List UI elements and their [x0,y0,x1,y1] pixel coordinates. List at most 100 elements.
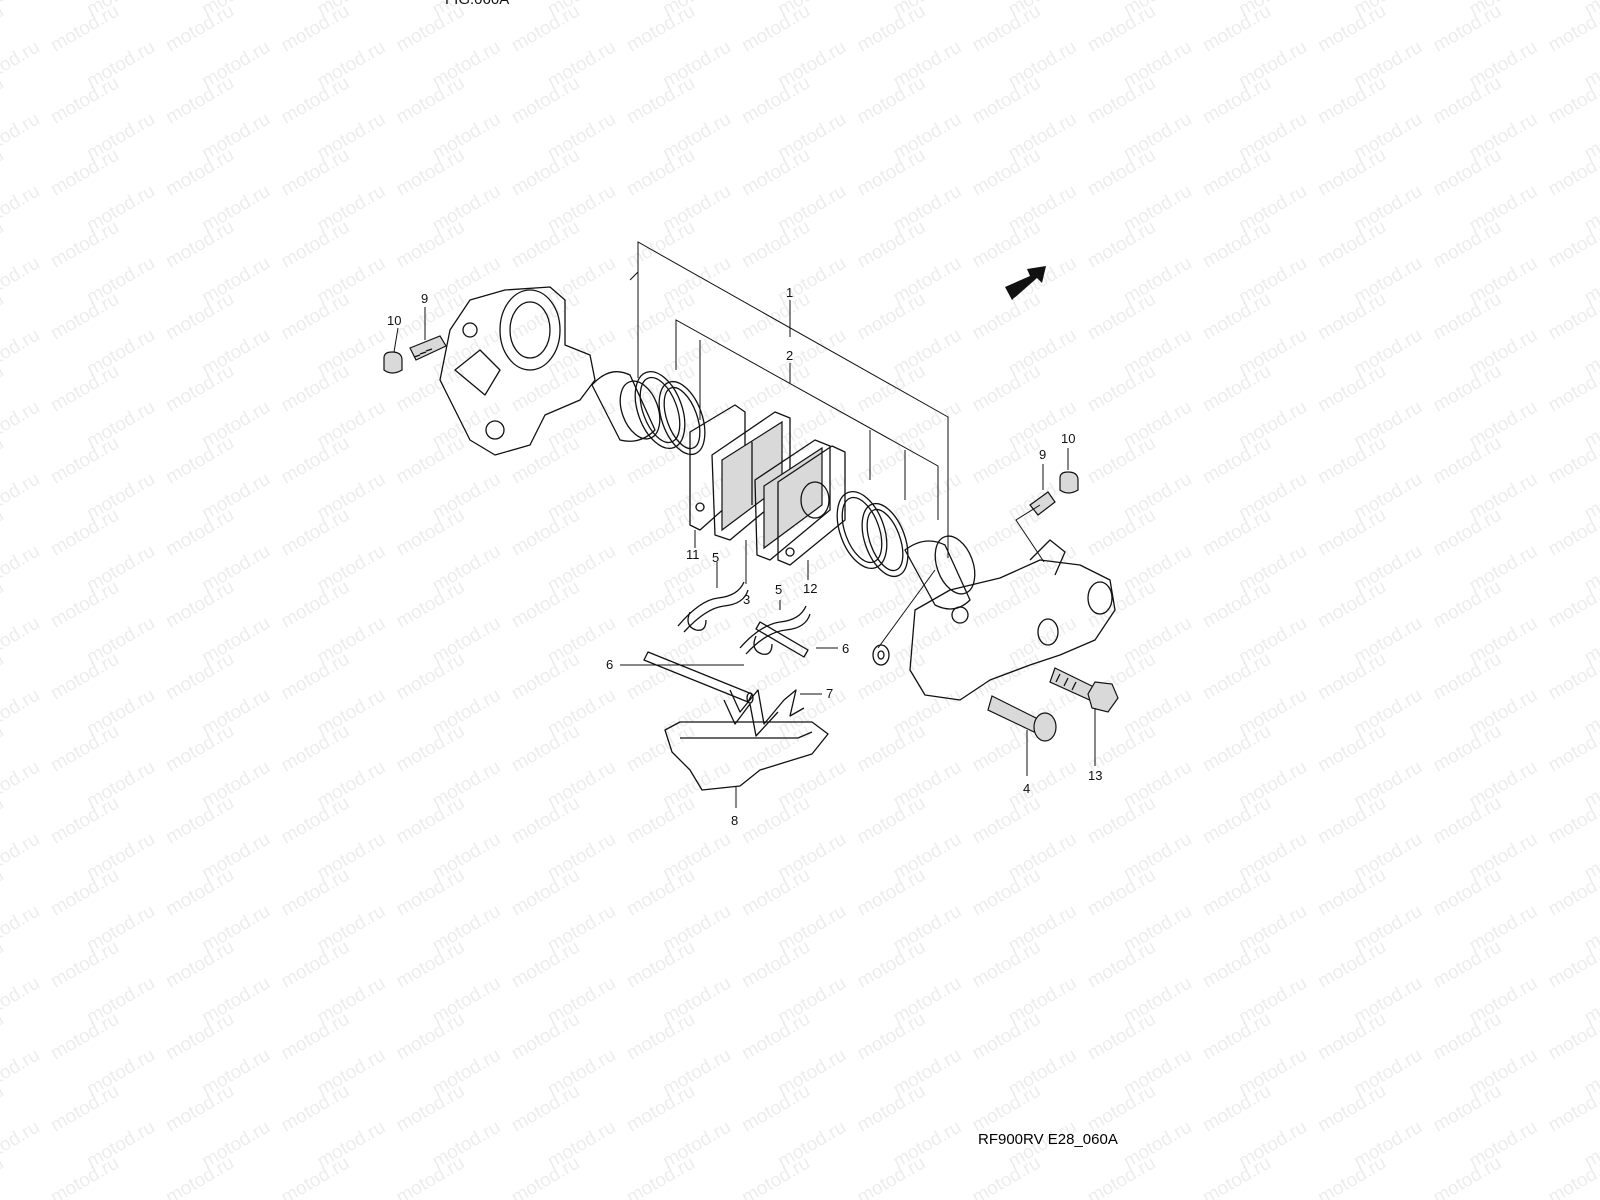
callout-11: 11 [686,547,700,562]
watermark-text: motod.ru [854,1081,929,1137]
watermark-text: motod.ru [0,685,43,741]
watermark-text: motod.ru [623,145,698,201]
watermark-text: motod.ru [393,1009,468,1065]
watermark-text: motod.ru [47,361,122,417]
watermark-text: motod.ru [47,793,122,849]
watermark-text: motod.ru [162,361,237,417]
watermark-text: motod.ru [0,37,43,93]
callout-5b: 5 [775,582,782,597]
piston-seal-left-inner [658,380,706,456]
watermark-text: motod.ru [1430,145,1505,201]
watermark-text: motod.ru [1084,865,1159,921]
watermark-text: motod.ru [969,505,1044,561]
caliper-body-left [439,286,596,456]
watermark-text: motod.ru [508,217,583,273]
watermark-text: motod.ru [47,721,122,777]
watermark-text: motod.ru [162,1009,237,1065]
watermark-text: motod.ru [0,253,43,309]
pad-spring-left [677,581,749,633]
watermark-text: motod.ru [508,649,583,705]
watermark-text: motod.ru [393,721,468,777]
watermark-text: motod.ru [623,1081,698,1137]
watermark-text: motod.ru [1199,433,1274,489]
watermark-text: motod.ru [162,865,237,921]
watermark-text: motod.ru [278,937,353,993]
watermark-text: motod.ru [508,73,583,129]
pad-spring-right [739,605,811,655]
watermark-text: motod.ru [854,433,929,489]
watermark-text: motod.ru [969,1081,1044,1137]
bleeder-cap-left [383,351,403,374]
watermark-text: motod.ru [278,577,353,633]
watermark-text: motod.ru [738,865,813,921]
watermark-text: motod.ru [0,1045,43,1101]
watermark-text: motod.ru [854,1009,929,1065]
bleeder-valve-left [409,335,447,361]
assembly-bracket-1 [629,241,949,558]
callout-6a: 6 [606,657,613,672]
watermark-text: motod.ru [393,793,468,849]
watermark-text: motod.ru [278,793,353,849]
watermark-text: motod.ru [0,73,7,129]
watermark-text: motod.ru [1199,361,1274,417]
watermark-text: motod.ru [623,73,698,129]
watermark-text: motod.ru [623,937,698,993]
watermark-text: motod.ru [278,1,353,57]
watermark-text: motod.ru [854,649,929,705]
watermark-text: motod.ru [278,649,353,705]
watermark-text: motod.ru [508,937,583,993]
watermark-text: motod.ru [1314,649,1389,705]
watermark-text: motod.ru [1084,289,1159,345]
bleeder-cap-right [1059,471,1079,494]
callout-6b: 6 [842,641,849,656]
watermark-text: motod.ru [162,793,237,849]
watermark-text: motod.ru [0,901,43,957]
callout-8: 8 [731,813,738,828]
watermark-text: motod.ru [278,361,353,417]
watermark-text: motod.ru [47,865,122,921]
watermark-text: motod.ru [508,1009,583,1065]
watermark-text: motod.ru [738,289,813,345]
watermark-text: motod.ru [738,1009,813,1065]
watermark-text: motod.ru [969,937,1044,993]
watermark-text: motod.ru [854,361,929,417]
watermark-text: motod.ru [47,649,122,705]
watermark-text: motod.ru [1430,217,1505,273]
watermark-text: motod.ru [162,577,237,633]
watermark-text: motod.ru [1430,289,1505,345]
watermark-text: motod.ru [162,433,237,489]
watermark-text: motod.ru [278,145,353,201]
leader-lines [393,300,1096,808]
watermark-text: motod.ru [1314,73,1389,129]
watermark-text: motod.ru [1430,721,1505,777]
watermark-text: motod.ru [508,289,583,345]
watermark-text: motod.ru [969,145,1044,201]
watermark-text: motod.ru [738,649,813,705]
watermark-text: motod.ru [1430,73,1505,129]
watermark-text: motod.ru [854,73,929,129]
washer [872,644,890,666]
watermark-text: motod.ru [738,361,813,417]
caliper-bolt-13 [1049,667,1119,713]
watermark-text: motod.ru [47,289,122,345]
watermark-text: motod.ru [47,1009,122,1065]
watermark-text: motod.ru [623,577,698,633]
watermark-text: motod.ru [47,505,122,561]
watermark-text: motod.ru [738,1,813,57]
watermark-text: motod.ru [854,577,929,633]
watermark-text: motod.ru [278,505,353,561]
watermark-text: motod.ru [1314,145,1389,201]
watermark-text: motod.ru [1430,793,1505,849]
watermark-text: motod.ru [162,145,237,201]
watermark-text: motod.ru [1430,937,1505,993]
watermark-text: motod.ru [1084,1,1159,57]
watermark-text: motod.ru [969,217,1044,273]
watermark-text: motod.ru [969,793,1044,849]
watermark-text: motod.ru [47,937,122,993]
watermark-text: motod.ru [278,73,353,129]
watermark-text: motod.ru [969,361,1044,417]
watermark-text: motod.ru [278,217,353,273]
callout-labels: 1 2 3 4 5 5 6 6 7 8 9 9 10 10 11 12 13 [387,285,1102,828]
watermark-text: motod.ru [0,1,7,57]
slide-pin-4 [987,695,1057,742]
